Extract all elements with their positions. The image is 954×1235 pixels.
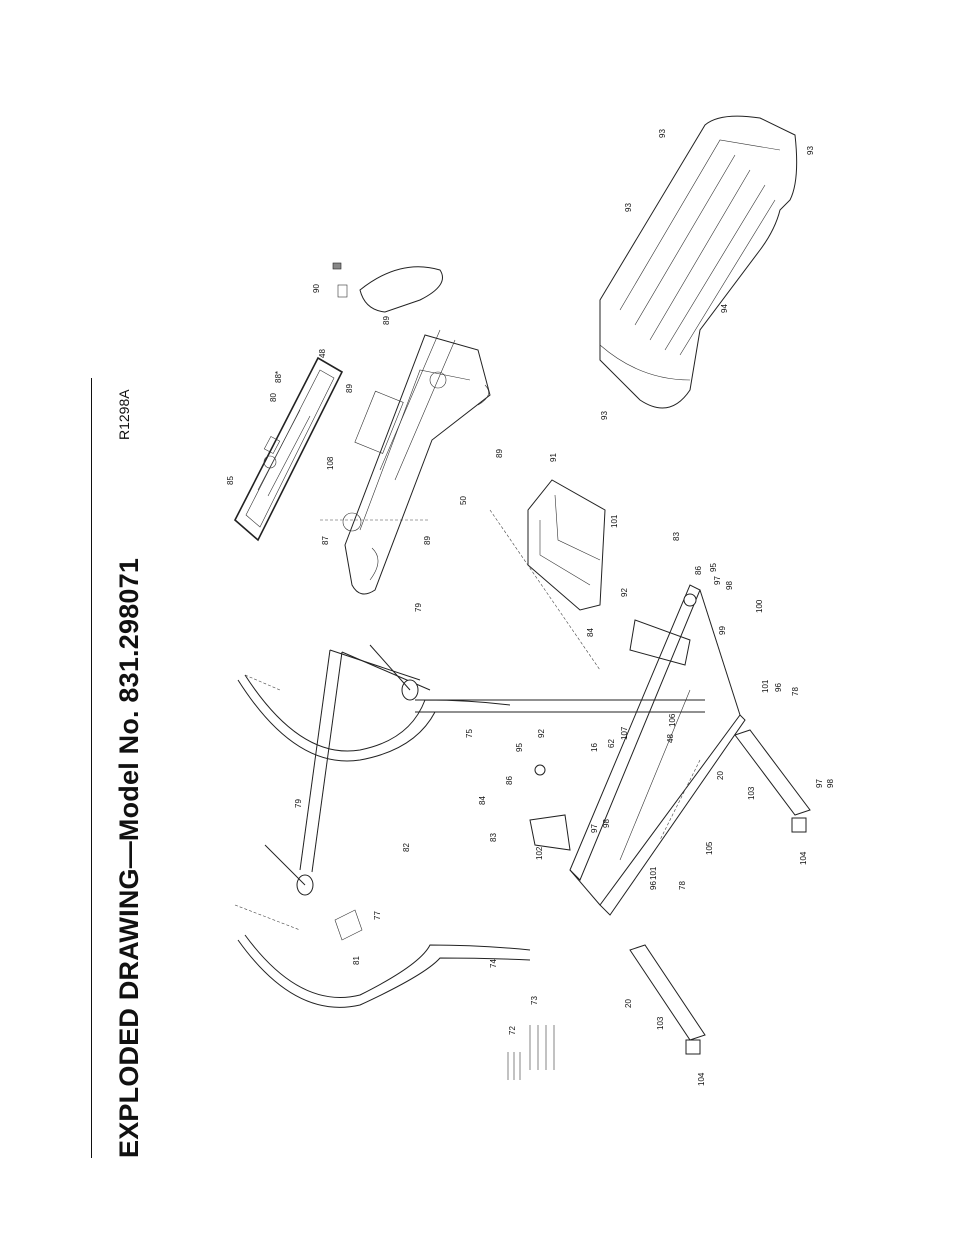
- part-label: 97: [815, 779, 824, 788]
- pivot-plates: [529, 593, 697, 851]
- part-label: 105: [705, 841, 714, 855]
- part-label: 86: [694, 566, 703, 575]
- part-label: 96: [774, 683, 783, 692]
- part-label: 89: [423, 536, 432, 545]
- part-label: 80: [269, 393, 278, 402]
- bolts-72-73: [507, 1025, 555, 1080]
- part-label: 50: [459, 496, 468, 505]
- part-label: 79: [414, 603, 423, 612]
- part-label: 98: [826, 779, 835, 788]
- part-label: 72: [508, 1026, 517, 1035]
- accessory-tray: [527, 479, 606, 611]
- part-label: 100: [755, 599, 764, 613]
- part-label: 108: [326, 456, 335, 470]
- part-label: 81: [352, 956, 361, 965]
- part-label: 84: [586, 628, 595, 637]
- part-label: 104: [799, 851, 808, 865]
- part-label: 88*: [274, 371, 283, 383]
- part-label: 98: [725, 581, 734, 590]
- part-label: 16: [590, 743, 599, 752]
- part-label: 101: [610, 514, 619, 528]
- part-label: 48: [318, 349, 327, 358]
- part-label: 91: [549, 453, 558, 462]
- feet: [629, 729, 811, 1055]
- console-overlay: [234, 356, 344, 542]
- part-label: 90: [312, 284, 321, 293]
- part-label: 103: [656, 1016, 665, 1030]
- part-label: 62: [607, 739, 616, 748]
- console-cover: [332, 262, 443, 313]
- part-label: 73: [530, 996, 539, 1005]
- base-frame: [569, 584, 746, 916]
- part-number-labels: 72 73 74 75 77 78 78 79 79 81 82 83 83 8…: [226, 129, 835, 1086]
- part-label: 101: [649, 866, 658, 880]
- part-label: 89: [382, 316, 391, 325]
- part-label: 96: [649, 881, 658, 890]
- part-label: 106: [668, 713, 677, 727]
- reference-lines: [234, 509, 701, 931]
- part-label: 97: [713, 576, 722, 585]
- handrails: [237, 644, 531, 1008]
- part-label: 97: [590, 824, 599, 833]
- part-label: 74: [489, 959, 498, 968]
- part-label: 104: [697, 1072, 706, 1086]
- part-label: 79: [294, 799, 303, 808]
- part-label: 77: [373, 911, 382, 920]
- part-label: 95: [515, 743, 524, 752]
- part-label: 48: [666, 734, 675, 743]
- part-label: 99: [718, 626, 727, 635]
- part-label: 78: [678, 881, 687, 890]
- part-label: 102: [535, 846, 544, 860]
- part-label: 93: [624, 203, 633, 212]
- console-base: [342, 329, 491, 595]
- part-label: 84: [478, 796, 487, 805]
- part-label: 93: [806, 146, 815, 155]
- part-label: 20: [716, 771, 725, 780]
- part-label: 103: [747, 786, 756, 800]
- part-label: 93: [600, 411, 609, 420]
- bracket-77: [334, 909, 363, 941]
- part-label: 83: [489, 833, 498, 842]
- part-label: 98: [602, 819, 611, 828]
- part-label: 94: [720, 304, 729, 313]
- right-upright: [415, 699, 705, 713]
- part-label: 86: [505, 776, 514, 785]
- part-label: 78: [791, 687, 800, 696]
- part-label: 82: [402, 843, 411, 852]
- part-label: 85: [226, 476, 235, 485]
- part-label: 93: [658, 129, 667, 138]
- part-label: 92: [537, 729, 546, 738]
- part-label: 95: [709, 563, 718, 572]
- part-label: 87: [321, 536, 330, 545]
- title-rule: [91, 378, 92, 1158]
- part-label: 20: [624, 999, 633, 1008]
- part-label: 75: [465, 729, 474, 738]
- part-label: 83: [672, 532, 681, 541]
- motor-hood: [599, 115, 798, 409]
- part-label: 107: [620, 726, 629, 740]
- part-label: 92: [620, 588, 629, 597]
- part-label: 89: [345, 384, 354, 393]
- part-label: 89: [495, 449, 504, 458]
- part-label: 101: [761, 679, 770, 693]
